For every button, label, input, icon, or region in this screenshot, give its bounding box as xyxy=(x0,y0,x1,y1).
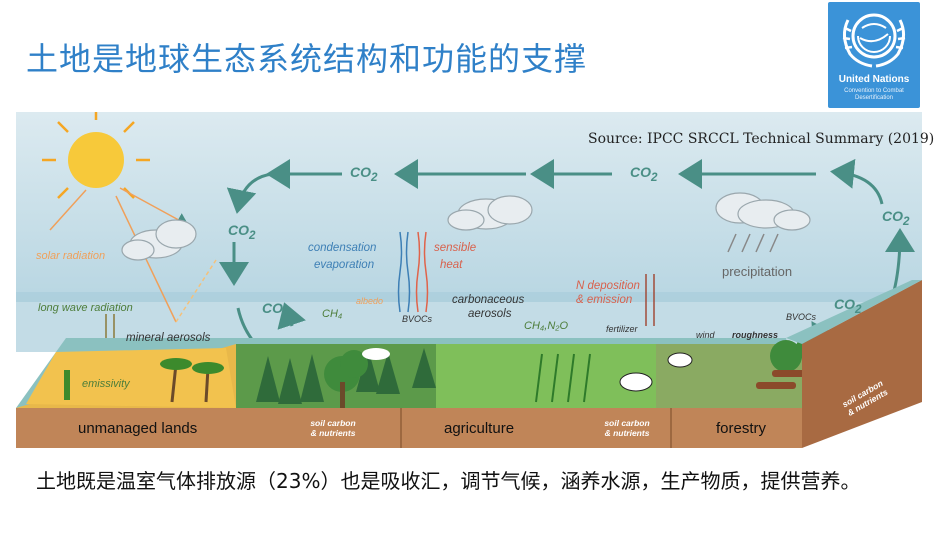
sensible-label: sensible xyxy=(434,242,477,254)
ch4-n2o-label: CH₄,N₂O xyxy=(524,320,569,332)
co2-label: CO2 xyxy=(882,208,910,228)
ch4-label: CH₄ xyxy=(322,308,343,320)
solar-radiation-label: solar radiation xyxy=(36,250,106,262)
evaporation-label: evaporation xyxy=(314,259,375,271)
condensation-label: condensation xyxy=(308,242,377,254)
wind-label: wind xyxy=(696,330,715,340)
bvocs-label-forestry: BVOCs xyxy=(786,312,817,322)
band-forestry: forestry xyxy=(716,420,767,437)
soil-carbon-label: soil carbon& nutrients xyxy=(310,418,356,438)
page-title: 土地是地球生态系统结构和功能的支撑 xyxy=(26,40,588,78)
logo-subtitle: Convention to Combat Desertification xyxy=(844,88,904,101)
unccd-logo: United Nations Convention to Combat Dese… xyxy=(828,2,920,108)
heat-label: heat xyxy=(440,259,463,271)
fertilizer-label: fertilizer xyxy=(606,324,638,334)
caption-text: 土地既是温室气体排放源（23%）也是吸收汇，调节气候，涵养水源，生产物质，提供营… xyxy=(36,469,861,493)
bvocs-label: BVOCs xyxy=(402,314,433,324)
mineral-aerosols-label: mineral aerosols xyxy=(126,332,211,344)
precipitation-label: precipitation xyxy=(722,264,793,279)
emission-label: & emission xyxy=(576,294,633,306)
co2-label: CO2 xyxy=(228,222,256,242)
n-deposition-label: N deposition xyxy=(576,280,640,292)
emissivity-label: emissivity xyxy=(82,378,130,390)
carbonaceous-label: carbonaceous xyxy=(452,294,525,306)
band-unmanaged-lands: unmanaged lands xyxy=(78,420,198,437)
source-citation: Source: IPCC SRCCL Technical Summary (20… xyxy=(588,131,935,147)
albedo-label: albedo xyxy=(356,296,384,306)
co2-label: CO2 xyxy=(350,164,378,184)
long-wave-radiation-label: long wave radiation xyxy=(38,302,133,314)
band-agriculture: agriculture xyxy=(444,420,515,437)
soil-carbon-label: soil carbon& nutrients xyxy=(604,418,650,438)
ipcc-land-diagram: CO2 CO2 CO2 CO2 CO2 CO2 solar radiation … xyxy=(16,112,922,454)
aerosols-label: aerosols xyxy=(468,308,512,320)
logo-name: United Nations xyxy=(838,74,910,85)
diagram-illustration xyxy=(16,112,922,448)
co2-label: CO2 xyxy=(262,300,290,320)
roughness-label: roughness xyxy=(732,330,779,340)
co2-label: CO2 xyxy=(630,164,658,184)
un-emblem-icon xyxy=(842,13,906,68)
sun-rays-icon xyxy=(42,112,150,199)
co2-label: CO2 xyxy=(834,296,862,316)
